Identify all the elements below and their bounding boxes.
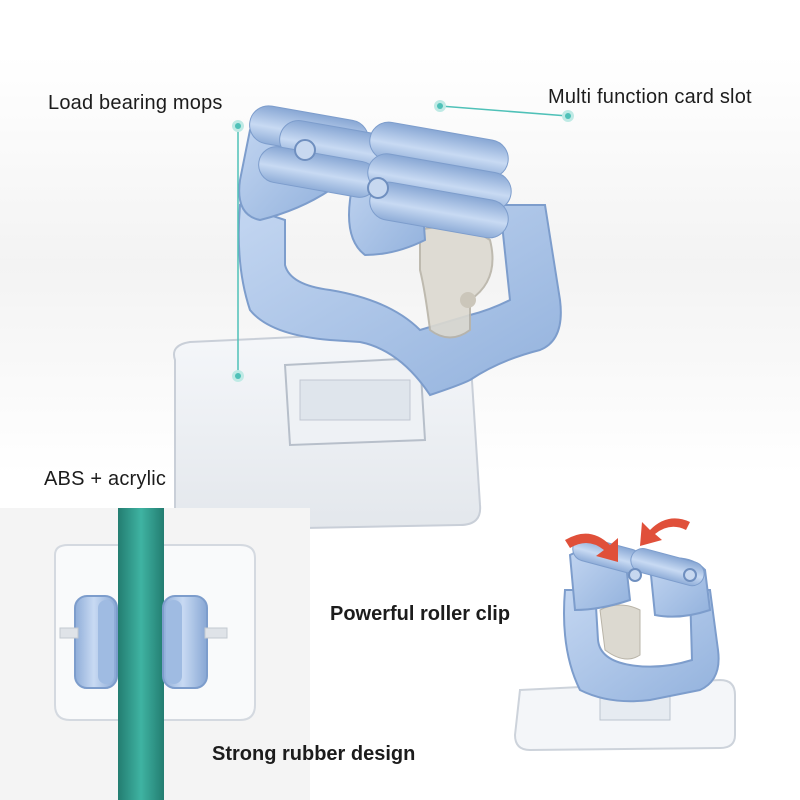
roller-clip-caption: Powerful roller clip xyxy=(330,603,511,625)
card-slot-label: Multi function card slot xyxy=(548,86,752,108)
roller-clip-image xyxy=(513,518,736,752)
arrow-right-icon xyxy=(640,518,690,546)
card-slot-leader xyxy=(439,105,569,117)
material-label: ABS + acrylic xyxy=(44,468,167,490)
pivot-pin xyxy=(294,139,316,161)
pivot-pin xyxy=(683,568,697,582)
arrow-left-icon xyxy=(565,533,618,562)
clip-body-small xyxy=(563,589,720,703)
leader-dots xyxy=(232,100,574,382)
roller xyxy=(369,181,509,239)
rubber-design-caption: Strong rubber design xyxy=(212,743,416,765)
mop-pole xyxy=(118,508,164,800)
pivot-pin xyxy=(367,177,389,199)
pole-demo-image xyxy=(0,508,310,800)
clip-body xyxy=(237,203,562,397)
main-product-image xyxy=(173,105,562,532)
pivot-pin xyxy=(628,568,642,582)
load-bearing-label: Load bearing mops xyxy=(48,92,223,114)
leader-lines xyxy=(237,105,569,376)
